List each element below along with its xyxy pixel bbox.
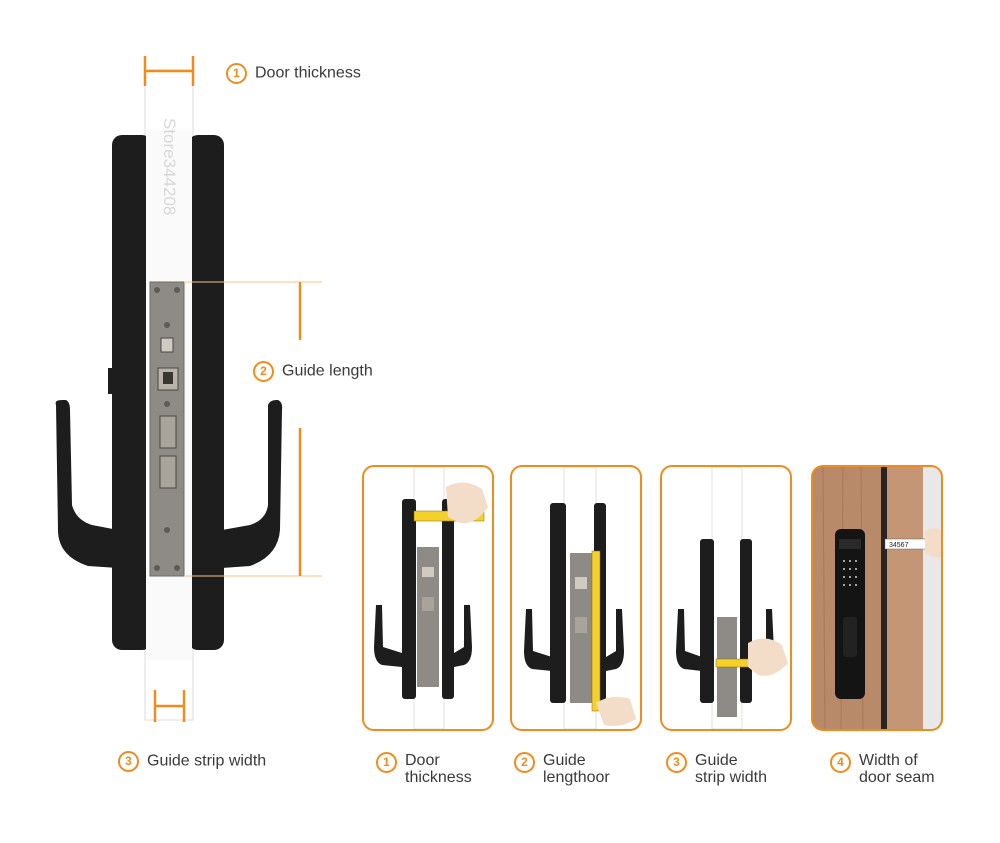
number-badge: 2 [253,361,274,382]
number-badge: 1 [376,752,397,773]
lock-body-right [188,135,224,650]
right-handle [222,400,283,568]
number-badge: 2 [514,752,535,773]
number-badge: 4 [830,752,851,773]
panel-guide-length [510,465,642,731]
panel-door-thickness [362,465,494,731]
number-badge: 3 [118,751,139,772]
panel-door-seam: 34567 [811,465,943,731]
tape-measure-text: 34567 [889,542,909,549]
number-badge: 3 [666,752,687,773]
left-handle [55,400,118,568]
panel-guide-strip-width [660,465,792,731]
main-lock-illustration: Store344208 [55,56,322,722]
watermark-text: Store344208 [160,118,179,215]
lock-body-left [112,135,152,650]
number-badge: 1 [226,63,247,84]
